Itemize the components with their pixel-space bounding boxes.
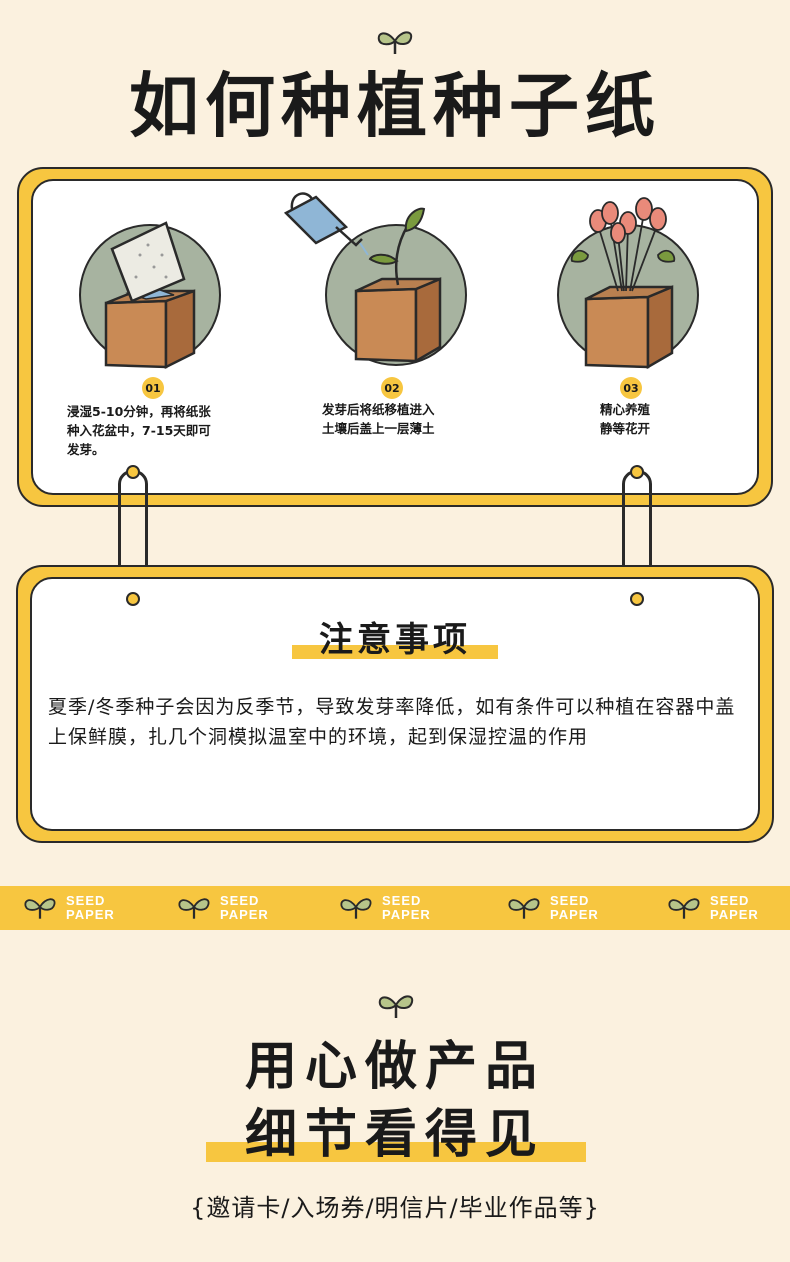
step-1-text-line2: 种入花盆中，7-15天即可 — [67, 423, 211, 438]
step-1-badge: 01 — [142, 377, 164, 399]
step-1-text-line1: 浸湿5-10分钟，再将纸张 — [67, 404, 211, 419]
sprout-icon — [508, 898, 540, 919]
band-line1: SEED — [710, 893, 750, 908]
notice-body: 夏季/冬季种子会因为反季节，导致发芽率降低，如有条件可以种植在容器中盖上保鲜膜，… — [48, 696, 736, 748]
step-2-text-line1: 发芽后将纸移植进入 — [322, 402, 435, 417]
band-line2: PAPER — [710, 907, 759, 922]
band-line2: PAPER — [382, 907, 431, 922]
watering-pot-illustration — [283, 192, 467, 366]
slogan-line1: 用心做产品 — [244, 1037, 545, 1097]
step-2-text: 发芽后将纸移植进入 土壤后盖上一层薄土 — [322, 400, 492, 438]
band-line1: SEED — [550, 893, 590, 908]
step-3 — [548, 195, 768, 375]
sprout-icon — [340, 898, 372, 919]
ring-hole-right — [630, 465, 644, 479]
band-line1: SEED — [220, 893, 260, 908]
sprout-icon — [178, 898, 210, 919]
page-title: 如何种植种子纸 — [129, 65, 661, 147]
sprout-icon — [24, 898, 56, 919]
step-3-text-line2: 静等花开 — [600, 421, 651, 436]
band-line2: PAPER — [550, 907, 599, 922]
band-line1: SEED — [66, 893, 106, 908]
ring-hole-left — [126, 465, 140, 479]
flowering-pot-illustration — [557, 197, 699, 370]
slogan-underline — [206, 1142, 586, 1162]
seed-paper-pot-illustration — [79, 221, 221, 370]
step-2 — [276, 185, 496, 375]
ring-hole-left-bottom — [126, 592, 140, 606]
notice-title: 注意事项 — [319, 620, 471, 660]
notice-title-underline — [292, 645, 498, 659]
band-line2: PAPER — [66, 907, 115, 922]
step-3-text: 精心养殖 静等花开 — [600, 400, 720, 438]
slogan-line2: 细节看得见 — [244, 1105, 545, 1165]
step-2-text-line2: 土壤后盖上一层薄土 — [322, 421, 435, 436]
step-3-badge: 03 — [620, 377, 642, 399]
step-1-text-line3: 发芽。 — [67, 442, 105, 457]
band-line2: PAPER — [220, 907, 269, 922]
band-line1: SEED — [382, 893, 422, 908]
usage-subtitle: {邀请卡/入场券/明信片/毕业作品等} — [190, 1194, 600, 1222]
sprout-icon — [377, 31, 413, 54]
step-1-text: 浸湿5-10分钟，再将纸张 种入花盆中，7-15天即可 发芽。 — [67, 402, 267, 459]
step-3-text-line1: 精心养殖 — [600, 402, 651, 417]
step-2-badge: 02 — [381, 377, 403, 399]
notice-card — [16, 565, 774, 843]
step-1 — [70, 195, 290, 375]
sprout-icon — [668, 898, 700, 919]
ring-hole-right-bottom — [630, 592, 644, 606]
sprout-icon — [378, 995, 414, 1018]
